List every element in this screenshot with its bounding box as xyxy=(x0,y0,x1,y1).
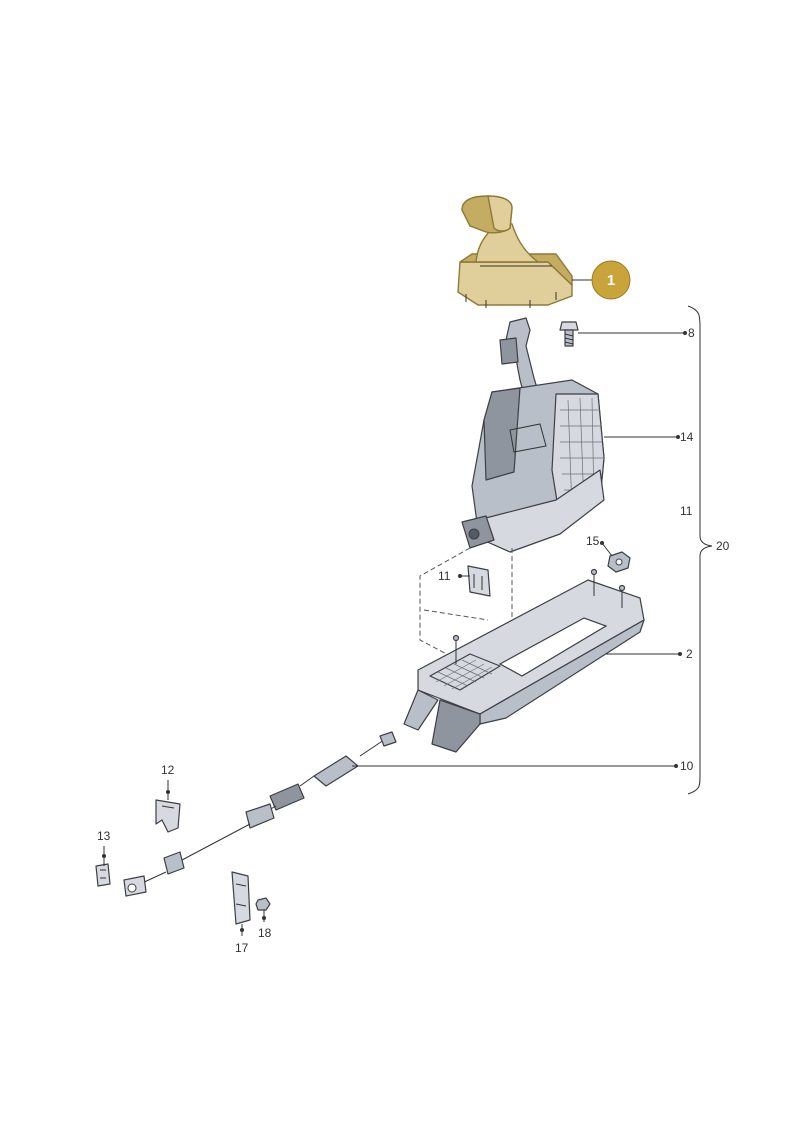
callout-13-label: 13 xyxy=(97,829,111,843)
part-10-shift-cable[interactable] xyxy=(123,731,397,897)
callout-10-label: 10 xyxy=(680,759,694,773)
callout-11-upper-label: 11 xyxy=(680,504,693,518)
part-15-nut[interactable] xyxy=(607,551,631,573)
callout-labels: 8 14 11 20 15 11 2 10 12 13 17 18 xyxy=(97,326,730,955)
callout-20-label: 20 xyxy=(716,539,730,553)
part-8-screw[interactable] xyxy=(559,321,579,347)
callout-8-label: 8 xyxy=(688,326,695,340)
part-12-clip[interactable] xyxy=(155,799,181,833)
leader-lines xyxy=(102,305,713,936)
part-2-base-frame[interactable] xyxy=(403,568,645,753)
callout-12-label: 12 xyxy=(161,763,175,777)
callout-11-lower-label: 11 xyxy=(438,569,451,583)
part-11-retaining-clip[interactable] xyxy=(467,565,491,597)
callout-1-badge[interactable]: 1 xyxy=(572,260,631,300)
part-1-gear-knob-boot[interactable] xyxy=(457,195,573,308)
callout-15-label: 15 xyxy=(586,534,600,548)
callout-17-label: 17 xyxy=(235,941,249,955)
part-13-clip[interactable] xyxy=(95,863,111,887)
part-14-selector-housing[interactable] xyxy=(461,317,605,553)
callout-2-label: 2 xyxy=(686,647,693,661)
part-18-nut[interactable] xyxy=(255,897,271,911)
callout-14-label: 14 xyxy=(680,430,694,444)
callout-18-label: 18 xyxy=(258,926,272,940)
callout-1-label: 1 xyxy=(607,272,615,289)
part-17-bracket[interactable] xyxy=(231,871,251,925)
